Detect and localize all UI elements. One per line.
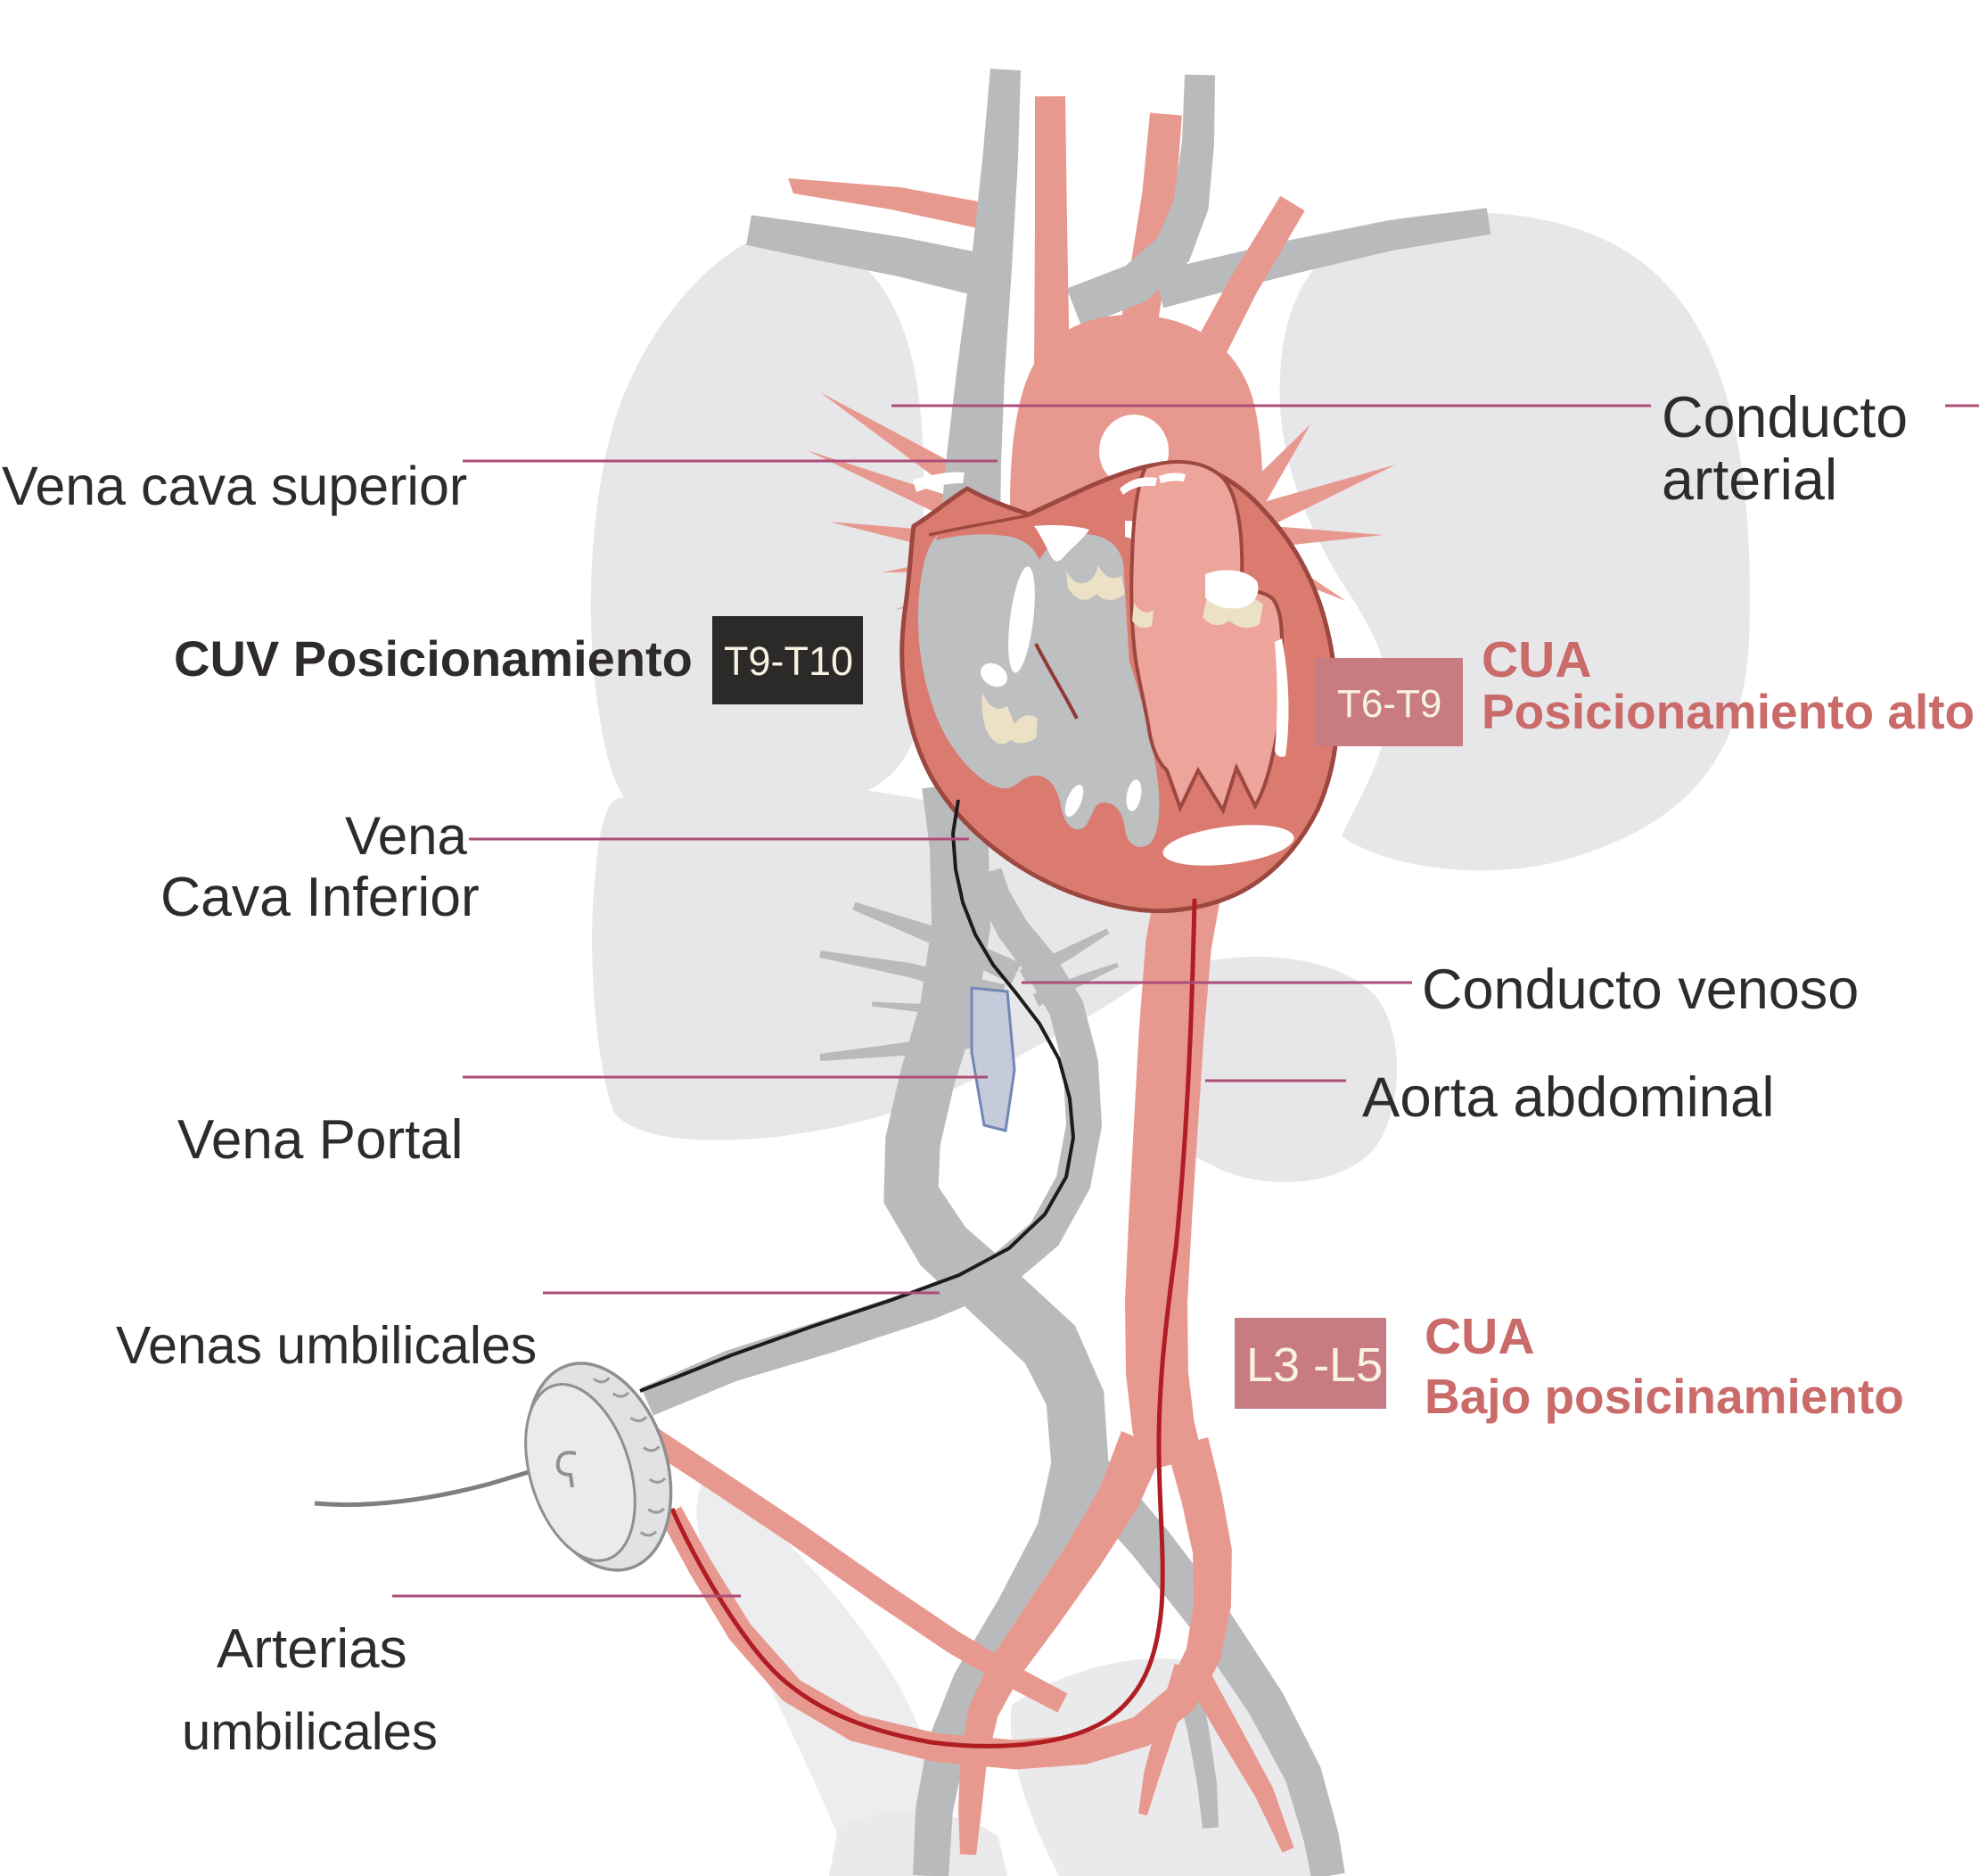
svg-text:Vena: Vena bbox=[345, 806, 467, 866]
svg-text:CUA: CUA bbox=[1482, 631, 1592, 688]
svg-text:T6-T9: T6-T9 bbox=[1337, 682, 1441, 726]
svg-text:Conducto venoso: Conducto venoso bbox=[1422, 959, 1859, 1021]
svg-text:T9-T10: T9-T10 bbox=[724, 638, 853, 684]
svg-text:Cava Inferior: Cava Inferior bbox=[160, 866, 480, 928]
svg-text:Arterias: Arterias bbox=[217, 1618, 407, 1680]
svg-text:CUA: CUA bbox=[1425, 1308, 1535, 1365]
svg-text:Vena Portal: Vena Portal bbox=[177, 1109, 464, 1171]
svg-text:Aorta abdominal: Aorta abdominal bbox=[1362, 1066, 1774, 1129]
svg-text:Conducto: Conducto bbox=[1662, 385, 1908, 449]
svg-text:umbilicales: umbilicales bbox=[182, 1703, 438, 1761]
svg-text:L3 -L5: L3 -L5 bbox=[1246, 1338, 1383, 1392]
svg-text:Vena cava superior: Vena cava superior bbox=[2, 456, 467, 516]
svg-text:arterial: arterial bbox=[1662, 448, 1837, 512]
svg-text:Bajo posicinamiento: Bajo posicinamiento bbox=[1425, 1369, 1904, 1424]
svg-text:Venas umbilicales: Venas umbilicales bbox=[116, 1316, 537, 1375]
svg-text:Posicionamiento alto: Posicionamiento alto bbox=[1482, 684, 1975, 739]
svg-text:CUV Posicionamiento: CUV Posicionamiento bbox=[174, 630, 693, 687]
